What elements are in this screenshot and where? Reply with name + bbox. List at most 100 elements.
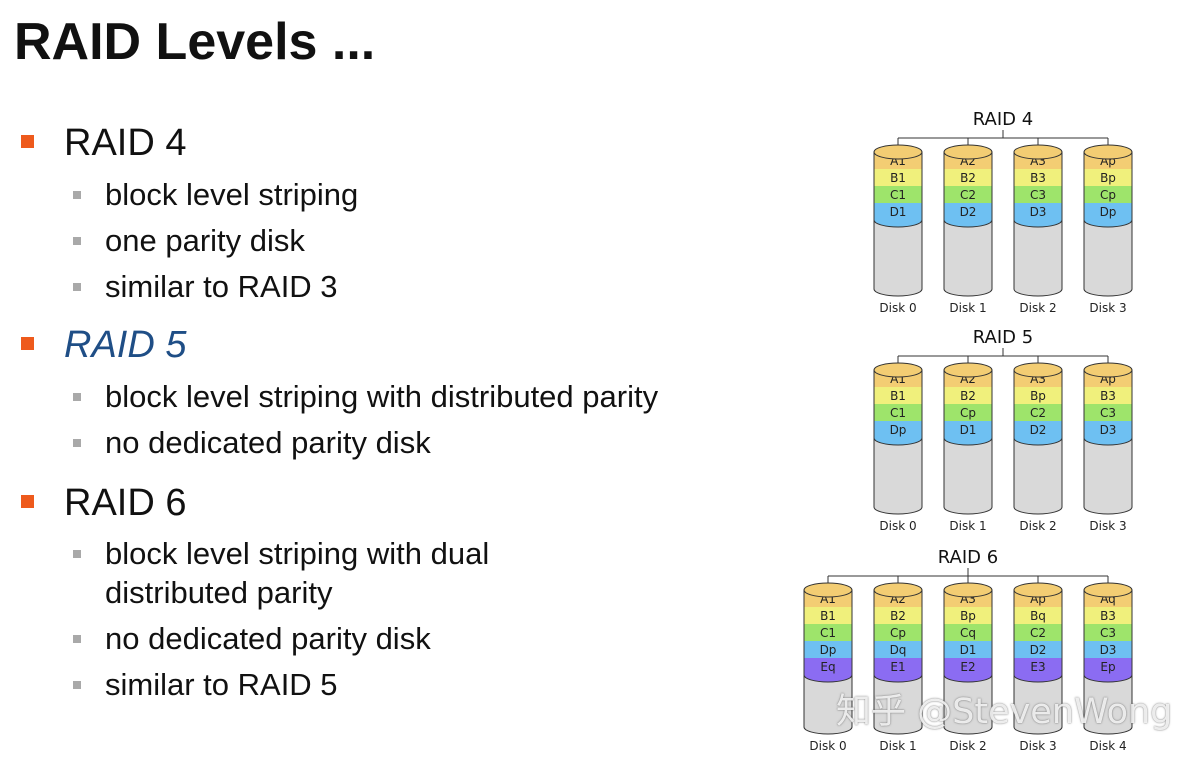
block-divider bbox=[873, 437, 923, 446]
block-divider bbox=[1013, 219, 1063, 228]
block-label: D2 bbox=[1030, 643, 1047, 657]
block-label: B3 bbox=[1030, 171, 1046, 185]
disk-label: Disk 4 bbox=[1089, 739, 1126, 753]
block-cell bbox=[1084, 624, 1132, 641]
section-heading-raid5: RAID 5 bbox=[64, 324, 187, 366]
point-text: block level striping bbox=[105, 177, 359, 212]
point-text: no dedicated parity disk bbox=[105, 425, 431, 460]
block-label: Cp bbox=[890, 626, 906, 640]
block-label: C3 bbox=[1100, 626, 1116, 640]
block-label: B3 bbox=[1100, 609, 1116, 623]
block-cell bbox=[1014, 607, 1062, 624]
block-label: D1 bbox=[960, 643, 977, 657]
block-cell bbox=[1014, 169, 1062, 186]
section-heading-raid6: RAID 6 bbox=[64, 482, 187, 524]
block-label: C3 bbox=[1030, 188, 1046, 202]
disk-top bbox=[943, 144, 993, 160]
block-cell bbox=[1014, 658, 1062, 675]
disk-label: Disk 3 bbox=[1089, 519, 1126, 533]
block-cell bbox=[1014, 641, 1062, 658]
block-cell bbox=[1014, 203, 1062, 220]
block-cell bbox=[944, 421, 992, 438]
block-cell bbox=[804, 658, 852, 675]
block-cell bbox=[804, 624, 852, 641]
block-divider bbox=[803, 674, 853, 683]
block-cell bbox=[874, 203, 922, 220]
block-cell bbox=[874, 624, 922, 641]
block-cell bbox=[1084, 203, 1132, 220]
diagram-title: RAID 5 bbox=[973, 327, 1033, 348]
block-cell bbox=[1084, 404, 1132, 421]
block-cell bbox=[874, 169, 922, 186]
sub-bullet-icon bbox=[73, 635, 81, 643]
block-cell bbox=[1014, 186, 1062, 203]
block-label: C2 bbox=[960, 188, 976, 202]
block-cell bbox=[874, 658, 922, 675]
block-label: B2 bbox=[960, 389, 976, 403]
block-cell bbox=[874, 186, 922, 203]
block-label: D3 bbox=[1100, 643, 1117, 657]
block-label: D1 bbox=[960, 423, 977, 437]
block-divider bbox=[873, 219, 923, 228]
diagram-title: RAID 6 bbox=[938, 547, 998, 568]
block-cell bbox=[1014, 387, 1062, 404]
disk-top bbox=[1013, 582, 1063, 598]
disk-top bbox=[943, 362, 993, 378]
section-heading-raid4: RAID 4 bbox=[64, 122, 187, 164]
block-cell bbox=[944, 169, 992, 186]
block-cell bbox=[804, 607, 852, 624]
disk-top bbox=[1013, 362, 1063, 378]
disk-top bbox=[1013, 144, 1063, 160]
block-cell bbox=[1084, 169, 1132, 186]
bullet-square-icon bbox=[21, 135, 34, 148]
block-label: E1 bbox=[890, 660, 905, 674]
block-label: D3 bbox=[1030, 205, 1047, 219]
sub-bullet-icon bbox=[73, 550, 81, 558]
block-divider bbox=[943, 674, 993, 683]
block-cell bbox=[874, 641, 922, 658]
block-cell bbox=[944, 658, 992, 675]
point-text: one parity disk bbox=[105, 223, 305, 258]
block-cell bbox=[944, 607, 992, 624]
watermark: 知乎 @StevenWong bbox=[836, 692, 1173, 732]
block-label: Eq bbox=[820, 660, 835, 674]
diagram-title: RAID 4 bbox=[973, 109, 1033, 130]
block-label: B1 bbox=[890, 171, 906, 185]
block-label: Dq bbox=[890, 643, 907, 657]
bullet-square-icon bbox=[21, 337, 34, 350]
disk-label: Disk 1 bbox=[949, 301, 986, 315]
sub-bullet-icon bbox=[73, 439, 81, 447]
block-cell bbox=[874, 387, 922, 404]
block-divider bbox=[873, 674, 923, 683]
block-cell bbox=[944, 624, 992, 641]
block-label: Bp bbox=[960, 609, 976, 623]
block-label: C2 bbox=[1030, 406, 1046, 420]
block-cell bbox=[1014, 421, 1062, 438]
block-label: Bp bbox=[1030, 389, 1046, 403]
disk-top bbox=[1083, 362, 1133, 378]
block-label: D3 bbox=[1100, 423, 1117, 437]
block-cell bbox=[1084, 658, 1132, 675]
block-label: B1 bbox=[820, 609, 836, 623]
block-label: Cp bbox=[1100, 188, 1116, 202]
disk-label: Disk 1 bbox=[949, 519, 986, 533]
disk-top bbox=[873, 362, 923, 378]
block-label: B3 bbox=[1100, 389, 1116, 403]
block-label: C1 bbox=[890, 406, 906, 420]
block-label: Dp bbox=[1100, 205, 1117, 219]
point-text: similar to RAID 3 bbox=[105, 269, 338, 304]
point-text: no dedicated parity disk bbox=[105, 621, 431, 656]
block-label: Bq bbox=[1030, 609, 1046, 623]
block-label: C3 bbox=[1100, 406, 1116, 420]
point-text: distributed parity bbox=[105, 575, 333, 610]
disk-top bbox=[1083, 144, 1133, 160]
block-divider bbox=[943, 437, 993, 446]
